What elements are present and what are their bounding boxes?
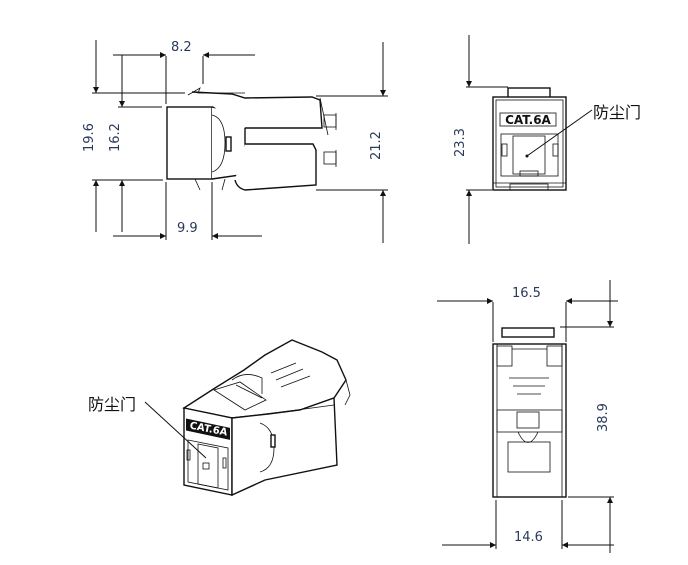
callout-dust-door-iso: 防尘门 [88,395,207,459]
callout-label: 防尘门 [88,395,136,414]
callout-label: 防尘门 [593,103,641,122]
dim-label: 16.2 [108,123,123,152]
dim-label: 19.6 [82,123,97,152]
dim-top-width: 8.2 [113,40,255,104]
dim-label: 9.9 [177,221,198,236]
front-view-body: CAT.6A [492,87,567,191]
dim-bottom-width: 9.9 [113,182,262,240]
dim-height-inner: 16.2 [108,55,162,232]
top-view: 16.5 14.6 38.9 [437,280,618,553]
iso-view-body: CAT.6A [182,339,351,497]
front-view: CAT.6A 防尘门 23.3 [453,35,641,244]
dim-front-height: 23.3 [453,35,508,244]
iso-view: CAT.6A 防尘门 [88,339,351,497]
side-view: 8.2 9.9 19.6 16.2 [82,40,388,243]
dim-label: 23.3 [453,128,468,157]
dim-label: 14.6 [514,530,543,545]
side-view-body [166,87,337,191]
dim-top-view-top-width: 16.5 [437,286,618,342]
dim-top-view-bottom-width: 14.6 [442,500,614,549]
dim-label: 8.2 [171,40,192,55]
callout-dust-door-front: 防尘门 [525,103,641,158]
dim-height-right: 21.2 [316,42,388,243]
top-view-body [492,327,567,498]
face-label: CAT.6A [505,113,551,127]
dim-label: 38.9 [596,403,611,432]
dim-top-view-height: 38.9 [560,280,614,553]
dim-label: 21.2 [369,131,384,160]
dim-height-outer: 19.6 [82,40,185,232]
dim-label: 16.5 [512,286,541,301]
